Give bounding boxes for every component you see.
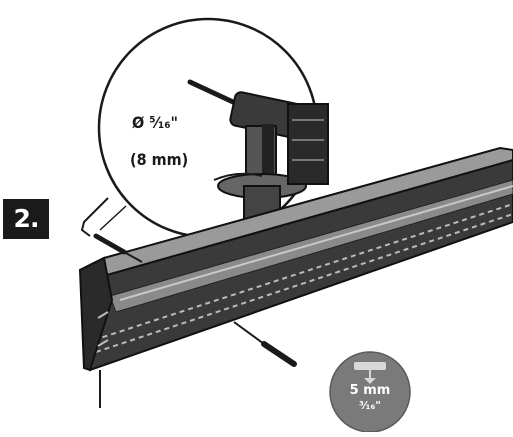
mounting-rail: [78, 146, 513, 408]
depth-imperial-label: ³⁄₁₆": [358, 399, 382, 412]
screw-lower: [233, 321, 297, 367]
drill-diameter-metric-label: (8 mm): [130, 150, 189, 169]
depth-metric-label: 5 mm: [349, 383, 391, 398]
depth-badge: [329, 351, 411, 433]
screw-upper: [93, 233, 143, 263]
drill-diameter-label: Ø ⁵⁄₁₆": [132, 113, 179, 132]
drill-anchor-detail: [187, 79, 329, 221]
step-number: 2.: [3, 199, 49, 239]
